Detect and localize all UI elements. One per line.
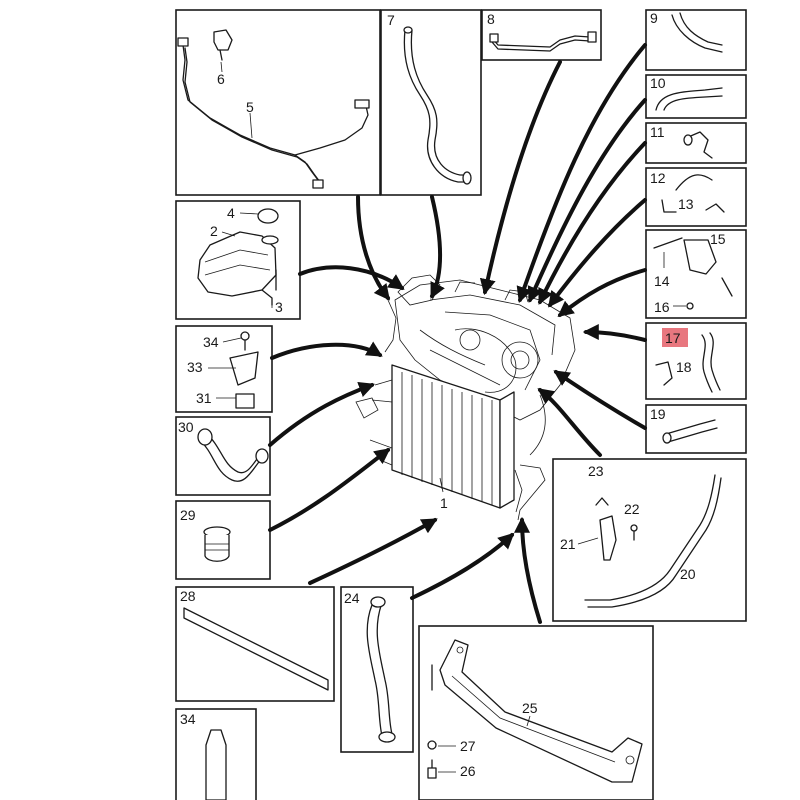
panel-10: 10	[645, 74, 747, 119]
panel-11: 11	[645, 122, 747, 164]
callout-33: 33	[187, 359, 203, 375]
callout-17: 17	[665, 330, 681, 346]
panel-2-3-4: 4 2 3	[175, 200, 301, 320]
callout-4: 4	[227, 205, 235, 221]
callout-8: 8	[487, 11, 495, 27]
panel-24: 24	[340, 586, 414, 753]
panel-17-18: 17 18	[645, 322, 747, 400]
panel-5-6: 6 5	[175, 9, 381, 196]
callout-30: 30	[178, 419, 194, 435]
callout-14: 14	[654, 273, 670, 289]
highlight-17	[662, 328, 688, 347]
panel-12-13: 12 13	[645, 167, 747, 227]
callout-12: 12	[650, 170, 666, 186]
panel-20-23: 23 22 21 20	[552, 458, 747, 622]
callout-34-bottle: 34	[180, 711, 196, 727]
callout-20: 20	[680, 566, 696, 582]
panel-34-bottle: 34	[175, 708, 257, 800]
callout-22: 22	[624, 501, 640, 517]
panel-29: 29	[175, 500, 271, 580]
callout-11: 11	[650, 124, 665, 140]
callout-1: 1	[440, 495, 448, 511]
callout-28: 28	[180, 588, 196, 604]
callout-31: 31	[196, 390, 212, 406]
callout-18: 18	[676, 359, 692, 375]
callout-19: 19	[650, 406, 666, 422]
callout-25: 25	[522, 700, 538, 716]
panel-9: 9	[645, 9, 747, 71]
radiator	[355, 364, 546, 521]
callout-3: 3	[275, 299, 283, 315]
callout-21: 21	[560, 536, 576, 552]
callout-29: 29	[180, 507, 196, 523]
callout-23: 23	[588, 463, 604, 479]
callout-10: 10	[650, 75, 666, 91]
panel-14-16: 14 15 16	[645, 229, 747, 319]
callout-9: 9	[650, 10, 658, 26]
callout-5: 5	[246, 99, 254, 115]
callout-15: 15	[710, 231, 726, 247]
panel-8: 8	[481, 9, 602, 61]
callout-13: 13	[678, 196, 694, 212]
callout-2: 2	[210, 223, 218, 239]
panel-30: 30	[175, 416, 271, 496]
callout-24: 24	[344, 590, 360, 606]
callout-26: 26	[460, 763, 476, 779]
connector-arrows	[268, 43, 647, 624]
panel-19: 19	[645, 404, 747, 454]
panel-25-27: 27 26 25	[418, 625, 654, 800]
callout-16: 16	[654, 299, 670, 315]
panel-28: 28	[175, 586, 335, 702]
callout-27: 27	[460, 738, 476, 754]
panel-7: 7	[380, 9, 482, 196]
callout-34-top: 34	[203, 334, 219, 350]
callout-7: 7	[387, 12, 395, 28]
callout-6: 6	[217, 71, 225, 87]
panel-31-33-34: 34 33 31	[175, 325, 273, 413]
